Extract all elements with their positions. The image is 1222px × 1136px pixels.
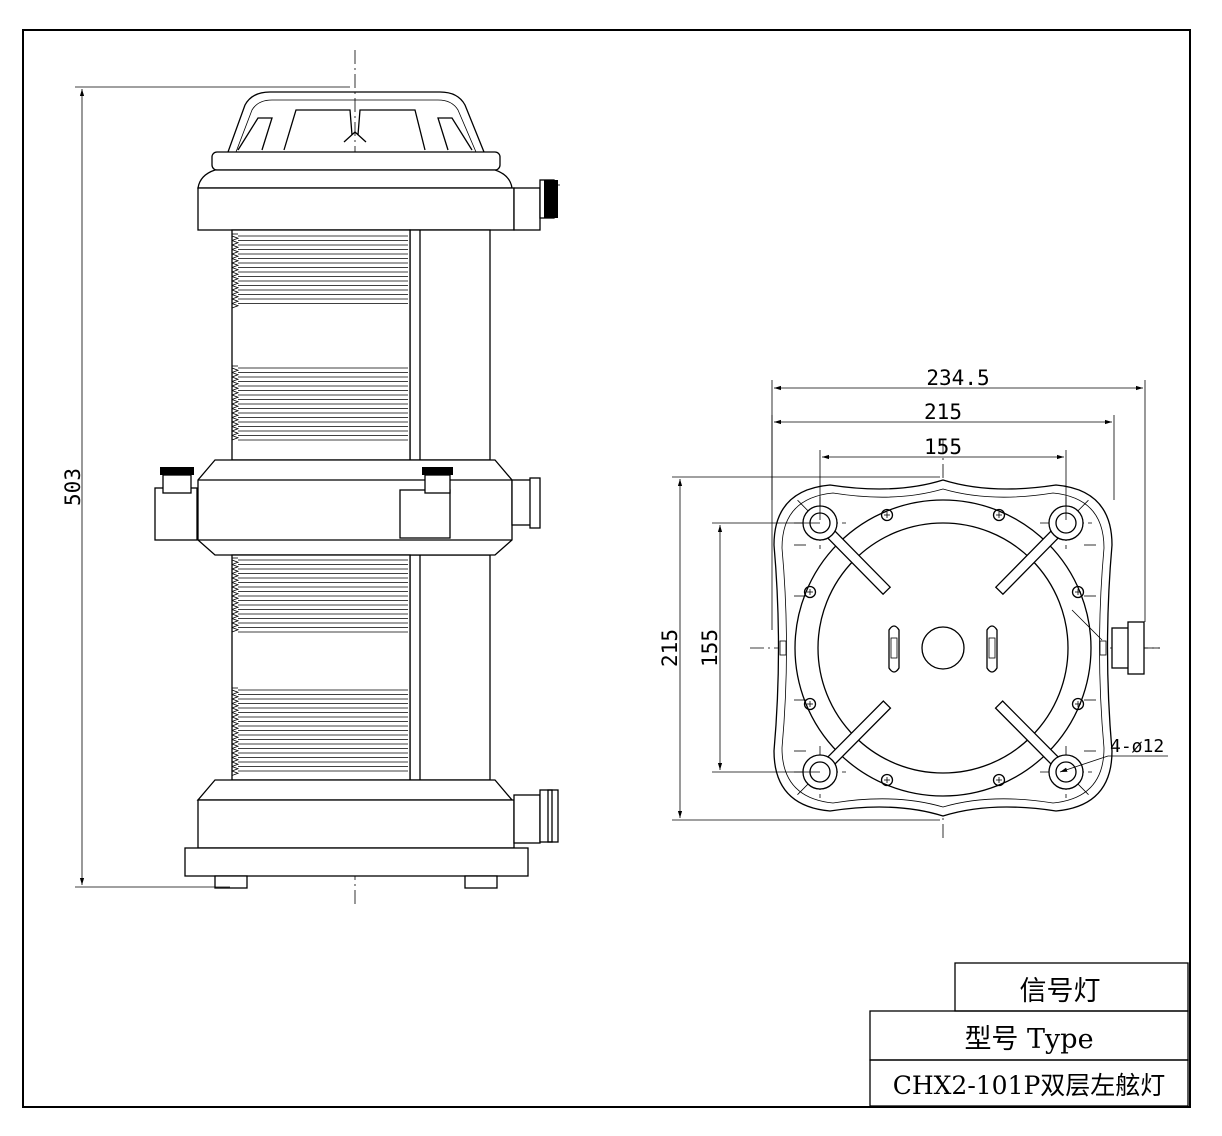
upper-lens bbox=[231, 229, 411, 461]
middle-ring bbox=[154, 459, 541, 556]
width-dimension-flange-label: 215 bbox=[924, 400, 962, 424]
screw-head bbox=[1071, 697, 1085, 711]
width-dimension-flange: 215 bbox=[771, 400, 1115, 500]
center-hole bbox=[921, 626, 965, 670]
title-block-name: 信号灯 bbox=[1020, 976, 1101, 1007]
side-view: 503 bbox=[61, 50, 560, 905]
hole-spacing-x-dimension: 155 bbox=[819, 435, 1067, 520]
right-slot bbox=[986, 625, 998, 673]
hole-spacing-y-label: 155 bbox=[698, 629, 722, 667]
top-cap bbox=[197, 169, 560, 231]
hole-callout-label: 4-ø12 bbox=[1110, 736, 1164, 757]
height-dimension: 503 bbox=[61, 86, 350, 888]
screw-head bbox=[992, 773, 1006, 787]
drawing-frame bbox=[22, 29, 1191, 1108]
screw-head bbox=[880, 508, 894, 522]
screw-head bbox=[880, 773, 894, 787]
title-block: 信号灯 型号 Type CHX2-101P双层左舷灯 bbox=[869, 962, 1189, 1107]
hole-spacing-x-label: 155 bbox=[924, 435, 962, 459]
left-slot bbox=[888, 625, 900, 673]
title-block-type-label: 型号 Type bbox=[964, 1024, 1093, 1055]
hole-spacing-y-dimension: 155 bbox=[698, 522, 820, 773]
plan-features bbox=[779, 497, 1107, 798]
screw-head bbox=[803, 697, 817, 711]
top-guard bbox=[211, 91, 501, 171]
hole-callout: 4-ø12 bbox=[1059, 736, 1168, 773]
lens-serration bbox=[231, 559, 240, 776]
lower-lens bbox=[231, 554, 411, 781]
mounting-hole-boss bbox=[1048, 754, 1084, 790]
housing-outer-circle bbox=[794, 499, 1092, 797]
height-dimension-flange: 215 bbox=[658, 476, 940, 821]
screw-head bbox=[1071, 585, 1085, 599]
lens-serration bbox=[231, 235, 240, 441]
mounting-hole bbox=[1055, 761, 1077, 783]
base bbox=[184, 779, 559, 889]
screw-head bbox=[803, 585, 817, 599]
housing-inner-circle bbox=[817, 522, 1069, 774]
title-block-model: CHX2-101P双层左舷灯 bbox=[893, 1071, 1166, 1100]
height-dimension-label: 503 bbox=[61, 468, 85, 506]
screw-head bbox=[992, 508, 1006, 522]
height-dimension-flange-label: 215 bbox=[658, 629, 682, 667]
plan-view: 234.5 215 155 215 155 bbox=[658, 366, 1168, 840]
width-dimension-outer-label: 234.5 bbox=[926, 366, 989, 390]
